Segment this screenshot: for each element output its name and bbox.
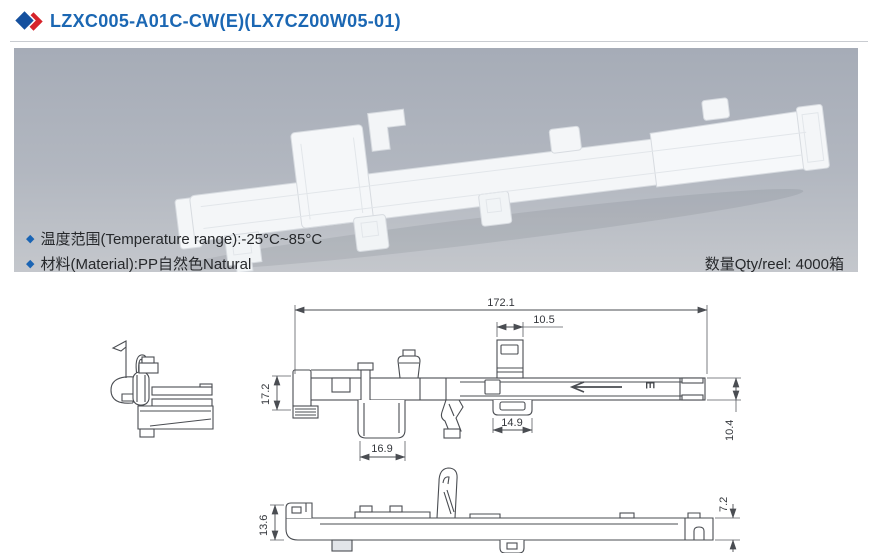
- dim-bottom-end-height: 7.2: [718, 497, 730, 512]
- technical-drawing: E 172.1 10.5 17.2 16.9 14.9 10.4: [110, 297, 741, 553]
- header-divider: [10, 41, 868, 42]
- bullet-diamond-icon: ◆: [26, 258, 35, 270]
- part-number-title: LZXC005-A01C-CW(E)(LX7CZ00W05-01): [50, 11, 401, 31]
- spec-temperature-range: ◆ 温度范围(Temperature range):-25°C~85°C: [26, 227, 322, 252]
- product-photo-part: [174, 97, 830, 272]
- dim-top-tab-width: 10.5: [533, 314, 554, 326]
- spec-material-text: 材料(Material):PP自然色Natural: [40, 256, 252, 273]
- dim-front-height: 17.2: [260, 384, 272, 405]
- side-view-dimensions: 172.1 10.5 17.2 16.9 14.9 10.4: [260, 297, 741, 461]
- dim-rail-end-height: 10.4: [724, 420, 736, 441]
- bullet-diamond-icon: ◆: [26, 233, 35, 245]
- dim-bottom-tab-width: 14.9: [501, 417, 522, 429]
- page-header: LZXC005-A01C-CW(E)(LX7CZ00W05-01): [15, 9, 401, 34]
- dim-lower-block-width: 16.9: [371, 443, 392, 455]
- insert-direction-arrow-icon: [569, 381, 622, 393]
- cavity-mark: E: [643, 381, 657, 389]
- spec-material: ◆ 材料(Material):PP自然色Natural: [26, 252, 322, 277]
- side-view-drawing: E: [292, 339, 706, 439]
- dim-bottom-view-height: 13.6: [258, 515, 270, 536]
- brand-diamond-icon: [15, 9, 43, 34]
- product-photo-panel: ◆ 温度范围(Temperature range):-25°C~85°C ◆ 材…: [14, 48, 858, 273]
- bottom-view-drawing: [285, 467, 714, 553]
- dim-overall-length: 172.1: [487, 297, 515, 309]
- qty-per-reel: 数量Qty/reel: 4000箱: [704, 256, 844, 273]
- bottom-view-dimensions: 13.6 7.2: [258, 497, 740, 552]
- spec-list: ◆ 温度范围(Temperature range):-25°C~85°C ◆ 材…: [26, 227, 322, 277]
- spec-temperature-text: 温度范围(Temperature range):-25°C~85°C: [40, 231, 323, 248]
- end-view-drawing: [110, 340, 214, 438]
